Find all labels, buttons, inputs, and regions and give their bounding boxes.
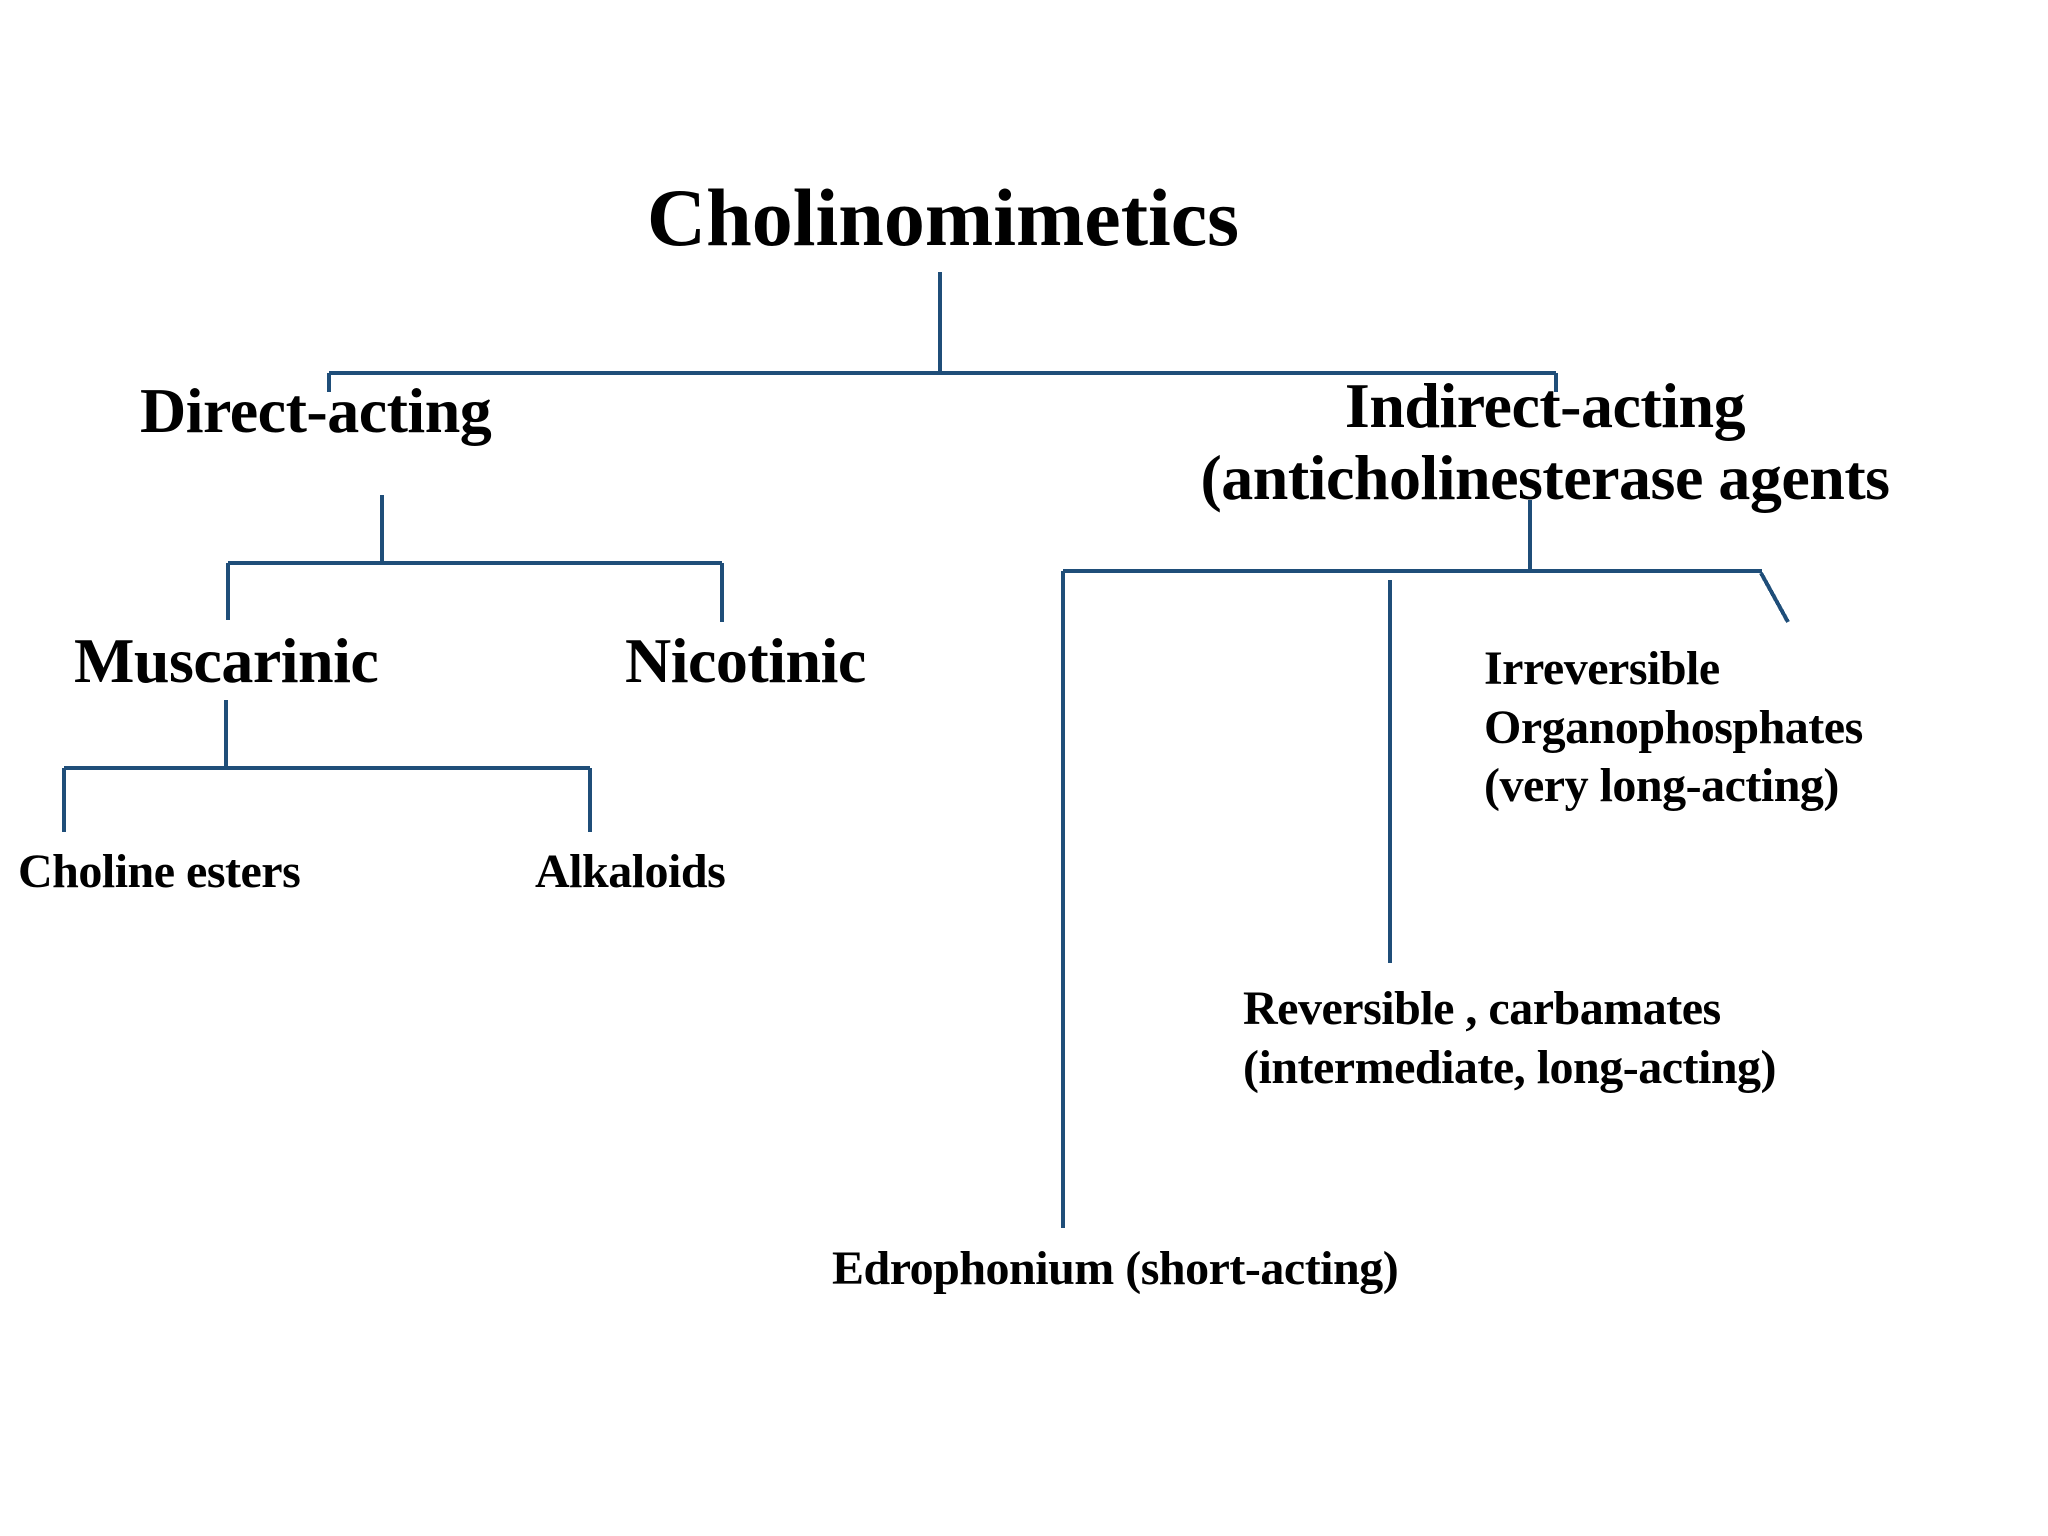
node-irreversible-line2: Organophosphates [1484,700,1863,754]
node-cholinomimetics: Cholinomimetics [646,172,1240,263]
node-reversible-carbamates: Reversible , carbamates(intermediate, lo… [1243,980,1777,1097]
node-direct-acting: Direct-acting [140,375,492,446]
node-irreversible-line3: (very long-acting) [1484,759,1839,813]
node-alkaloids: Alkaloids [535,845,726,898]
node-reversible-line1: Reversible , carbamates [1243,982,1721,1035]
node-indirect-acting-line1: Indirect-acting [1344,370,1746,441]
node-nicotinic: Nicotinic [625,625,866,696]
node-indirect-acting-line2: (anticholinesterase agents [1200,441,1890,513]
node-choline-esters: Choline esters [18,845,301,898]
node-edrophonium: Edrophonium (short-acting) [832,1242,1399,1295]
node-irreversible-line1: Irreversible [1484,642,1720,695]
node-reversible-line2: (intermediate, long-acting) [1243,1040,1777,1094]
node-muscarinic: Muscarinic [74,625,379,696]
connector-irreversible-diagonal [1759,572,1790,623]
node-indirect-acting: Indirect-acting(anticholinesterase agent… [1040,370,2048,513]
